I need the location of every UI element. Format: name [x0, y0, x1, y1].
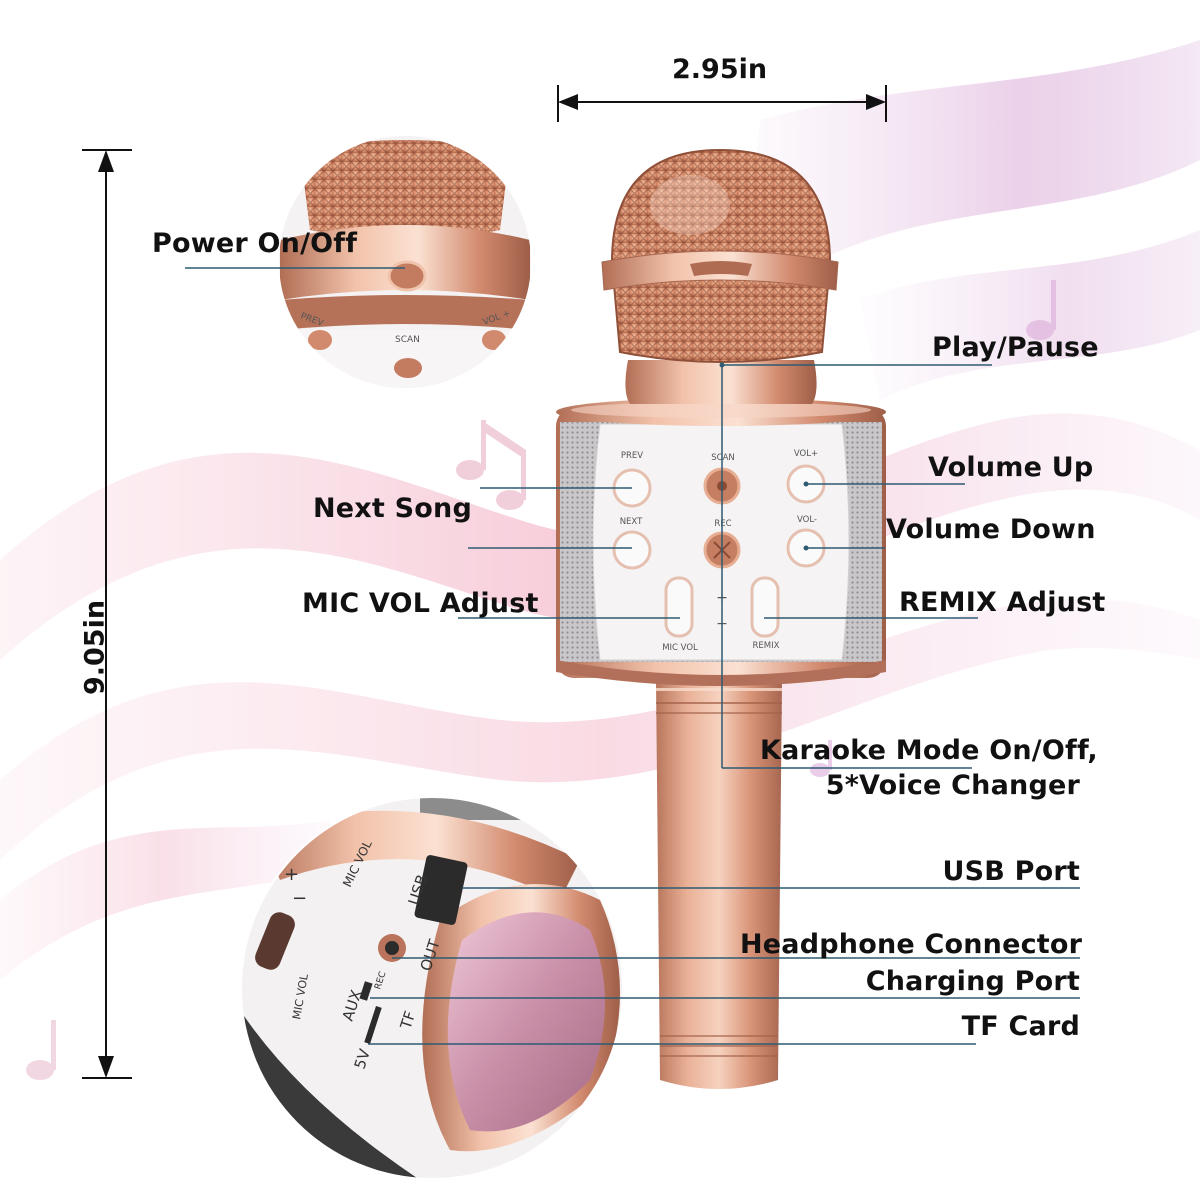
music-note-icon [456, 420, 526, 510]
headphone-jack[interactable] [378, 934, 406, 962]
remix-slider[interactable] [750, 576, 780, 638]
power-button[interactable] [387, 260, 427, 292]
karaoke-label-line1: Karaoke Mode On/Off, [760, 735, 1098, 766]
headphone-label: Headphone Connector [740, 929, 1083, 960]
usb-port[interactable] [414, 854, 468, 925]
karaoke-label-line2: 5*Voice Changer [825, 770, 1080, 801]
height-dimension [82, 149, 132, 1079]
leader-lines [185, 267, 1080, 1045]
volume-down-label: Volume Down [886, 514, 1096, 545]
next-button[interactable] [612, 530, 652, 570]
scan-label: SCAN [711, 453, 735, 463]
music-note-icon [810, 280, 1056, 777]
microphone-neck [625, 360, 817, 404]
power-inset: PREV SCAN VOL + [277, 134, 533, 390]
inset-scan-label: SCAN [395, 335, 420, 345]
power-label: Power On/Off [152, 228, 358, 259]
music-note-icon [26, 1020, 56, 1080]
inset-scan-button [394, 358, 422, 378]
remix-adjust-label: REMIX Adjust [899, 587, 1106, 618]
mic-vol-adjust-label: MIC VOL Adjust [302, 588, 539, 619]
ports-inset: USB OUT AUX REC TF 5V MIC VOL MIC VOL + … [240, 796, 624, 1180]
next-song-label: Next Song [313, 493, 472, 524]
prev-label: PREV [621, 451, 643, 461]
inset-minus: − [292, 888, 307, 909]
microphone-grille [601, 148, 839, 363]
tf-label: TF [396, 1009, 419, 1032]
microphone-handle [656, 680, 782, 1089]
tf-card-label: TF Card [961, 1011, 1080, 1042]
five-v-label: 5V [351, 1046, 374, 1071]
width-dimension [557, 85, 887, 122]
usb-port-label: USB Port [942, 856, 1080, 887]
mic-vol-label: MIC VOL [662, 643, 698, 653]
vol-down-label: VOL- [797, 515, 817, 525]
width-dimension-label: 2.95in [672, 54, 768, 85]
tf-card-slot[interactable] [364, 1006, 382, 1044]
play-pause-label: Play/Pause [932, 332, 1099, 363]
inset-mic-vol-slider [255, 912, 295, 970]
remix-label: REMIX [753, 641, 780, 651]
charging-port[interactable] [359, 981, 373, 1001]
mic-vol-slider[interactable] [664, 576, 694, 638]
inset-prev-button [308, 330, 332, 350]
charging-port-label: Charging Port [865, 966, 1080, 997]
height-dimension-label: 9.05in [79, 599, 111, 696]
rec-label: REC [714, 519, 731, 529]
inset-plus: + [284, 864, 299, 885]
microphone: PREV SCAN VOL+ NEXT REC VOL- MIC VOL REM… [556, 148, 886, 1089]
inset-vol-button [482, 330, 506, 350]
vol-up-label: VOL+ [794, 449, 818, 459]
volume-up-label: Volume Up [928, 452, 1094, 483]
next-label: NEXT [620, 517, 643, 527]
